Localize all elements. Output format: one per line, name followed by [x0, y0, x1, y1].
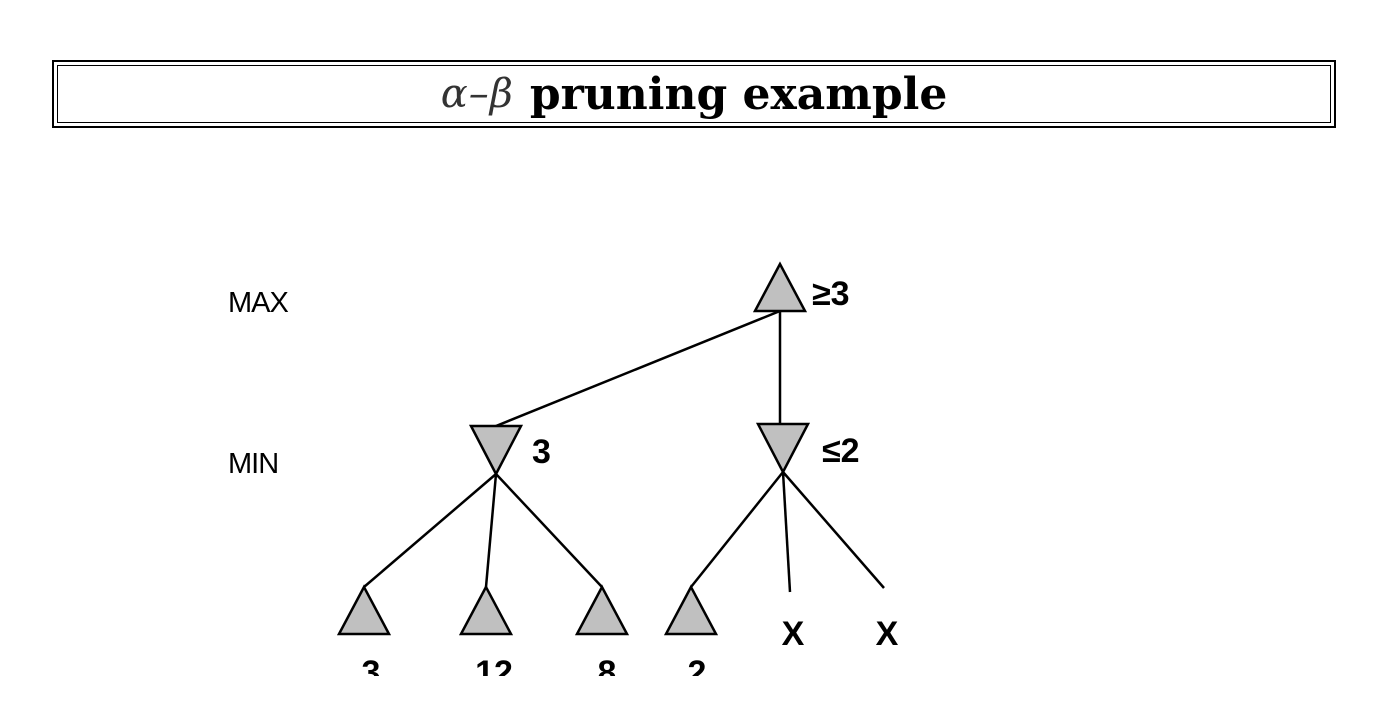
edge-min2-leaf4: [690, 471, 784, 588]
edge-min1-leaf3: [495, 473, 603, 588]
title-frame: α–β pruning example: [52, 60, 1336, 128]
edge-root-min1: [495, 309, 781, 428]
min-node-2: [755, 422, 811, 475]
bottom-clip: [0, 676, 1374, 713]
root-value: ≥3: [812, 275, 850, 313]
tree-edges: [363, 309, 885, 593]
leaf-node-2: [458, 584, 514, 636]
pruned-marker-2: X: [876, 615, 899, 653]
title-greek: α–β: [440, 71, 514, 117]
min-node-1-value: 3: [532, 433, 551, 471]
level-label-max: MAX: [228, 287, 289, 319]
leaf-node-3: [574, 584, 630, 636]
max-node-root: [752, 261, 808, 313]
page-title: pruning example: [529, 68, 948, 120]
edge-min1-leaf2: [484, 473, 498, 588]
leaf-node-1: [336, 584, 392, 636]
pruned-marker-1: X: [782, 615, 805, 653]
min-node-2-value: ≤2: [822, 432, 860, 470]
min-node-1: [468, 424, 524, 477]
edge-min2-pruned1: [781, 471, 792, 593]
edge-min2-pruned2: [782, 471, 885, 589]
edge-min1-leaf1: [363, 473, 497, 588]
title-frame-inner: α–β pruning example: [57, 65, 1331, 123]
level-label-min: MIN: [228, 448, 278, 480]
leaf-node-4: [663, 584, 719, 636]
